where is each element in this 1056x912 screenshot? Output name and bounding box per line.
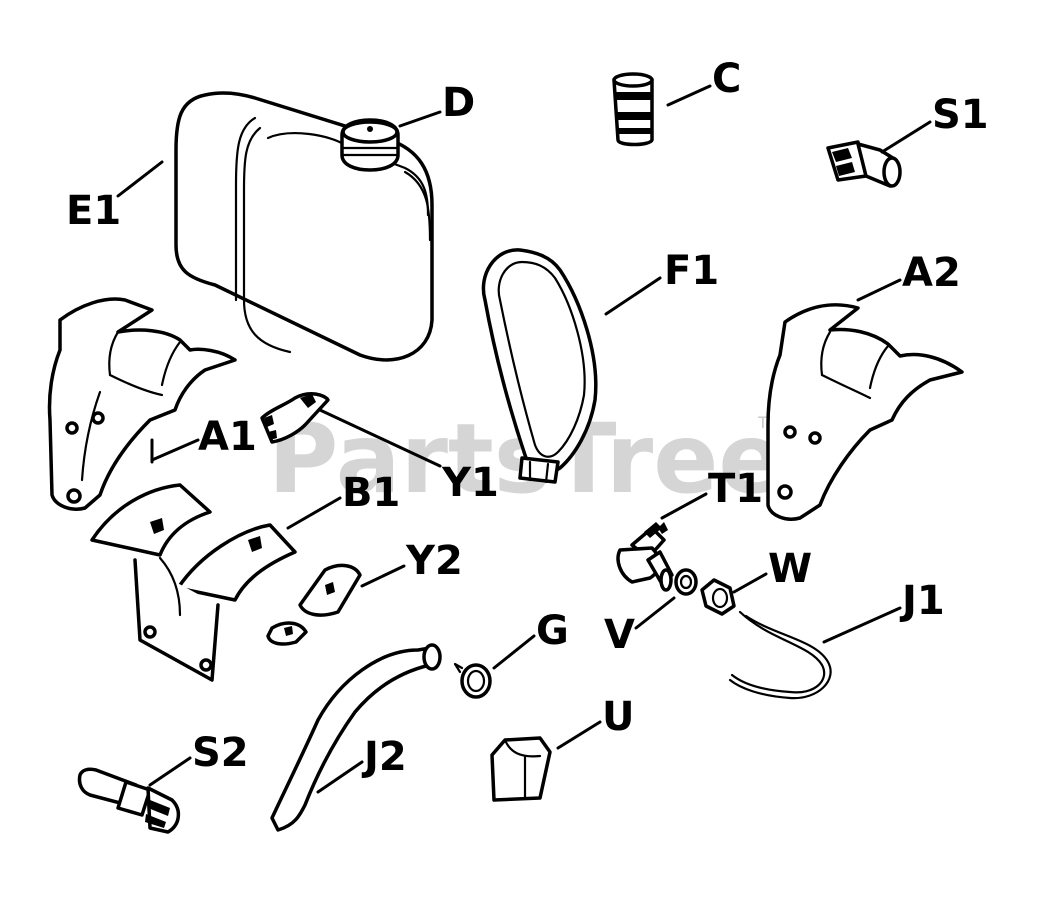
label-j1[interactable]: J1 [899,578,945,624]
label-c[interactable]: C [712,56,741,102]
label-w[interactable]: W [768,546,812,592]
part-y1-pad[interactable] [260,392,330,444]
label-t1[interactable]: T1 [708,466,763,512]
leader-lines [116,84,932,794]
label-f1[interactable]: F1 [664,248,719,294]
part-s2-fitting[interactable] [77,767,181,834]
part-a2-bracket[interactable] [766,303,964,521]
part-f1-strap[interactable] [481,248,598,484]
part-g-clamp[interactable] [453,662,492,699]
part-y2-pad[interactable] [266,563,362,646]
label-y1[interactable]: Y1 [441,460,499,506]
part-u-clip[interactable] [490,736,552,802]
label-u[interactable]: U [602,694,634,740]
part-b1-saddle[interactable] [90,483,297,682]
label-s2[interactable]: S2 [192,730,249,776]
label-e1[interactable]: E1 [66,188,121,234]
part-a1-bracket[interactable] [47,297,237,511]
label-s1[interactable]: S1 [932,92,989,138]
part-s1-fitting[interactable] [826,140,902,188]
part-t1-elbow[interactable] [616,522,674,592]
part-d-tank-cap[interactable] [340,118,400,172]
label-d[interactable]: D [442,80,475,126]
label-y2[interactable]: Y2 [405,538,463,584]
callout-labels: E1 D C S1 F1 A2 A1 Y1 B1 Y2 T1 W J1 V G … [66,56,989,780]
label-j2[interactable]: J2 [361,734,407,780]
label-a1[interactable]: A1 [198,414,257,460]
label-g[interactable]: G [536,608,569,654]
part-j1-fuel-line[interactable] [728,610,832,700]
part-j2-hose[interactable] [270,643,442,832]
part-v-sleeve[interactable] [674,568,698,596]
label-b1[interactable]: B1 [342,470,400,516]
label-v[interactable]: V [604,612,635,658]
part-c-nipple[interactable] [612,72,654,147]
label-a2[interactable]: A2 [902,250,961,296]
part-w-nut[interactable] [700,578,736,616]
